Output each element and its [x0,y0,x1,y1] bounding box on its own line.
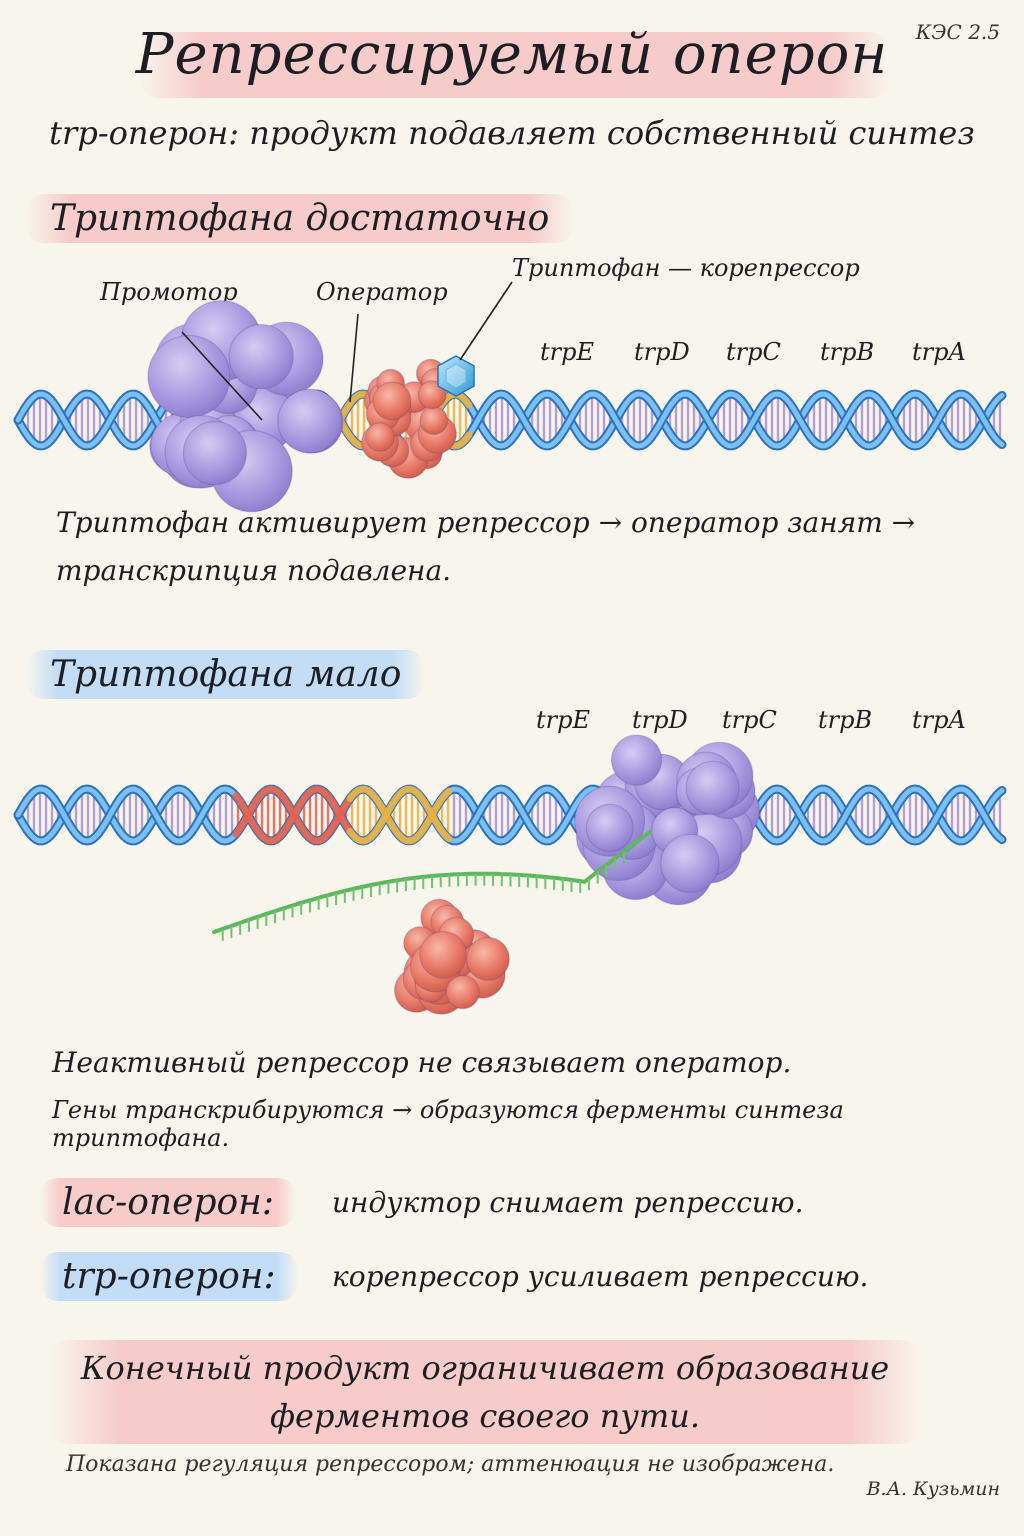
rna-polymerase-1 [147,300,344,513]
mrna-strand [212,830,652,941]
dna-strand-highlight [15,786,1005,844]
gene-label-trpD-1: trpD [634,338,690,366]
comparison-lac-key: lac-оперон: [40,1178,297,1227]
footnote: Показана регуляция репрессором; аттенюац… [66,1452,835,1477]
repressor-inactive-lobe [445,974,480,1010]
dna-strand-highlight [15,786,1005,844]
repressor-active-lobe [365,422,395,452]
rna-polymerase-1-lobe [277,388,343,454]
rna-polymerase-2-lobe [685,760,740,815]
comparison-trp-value: корепрессор усиливает репрессию. [332,1260,869,1293]
gene-label-trpA-2: trpA [912,706,966,734]
summary: Конечный продукт ограничивает образовани… [50,1344,920,1440]
repressor-active-lobe [417,380,447,410]
gene-label-trpE-2: trpE [536,706,590,734]
repressor-inactive [394,898,510,1015]
code-label: КЭС 2.5 [915,20,1000,44]
dna-region-strand [346,785,453,845]
gene-label-trpB-2: trpB [818,706,873,734]
repressor-inactive-lobe [465,936,510,981]
tryptophan-crystal-icon [437,355,475,397]
gene-label-trpC-2: trpC [722,706,777,734]
section-high-text-1: Триптофан активирует репрессор → операто… [56,506,916,539]
repressor-active-lobe [372,381,412,421]
gene-label-trpE-1: trpE [540,338,594,366]
section-high-heading: Триптофана достаточно [26,194,574,243]
rna-polymerase-1-lobe [228,324,294,390]
label-leader-lines [181,281,513,421]
section-low-text-2: Гены транскрибируются → образуются ферме… [52,1096,844,1152]
tryptophan-crystal-facet [445,363,467,389]
author: В.А. Кузьмин [866,1478,1000,1500]
page-subtitle: trp-оперон: продукт подавляет собственны… [49,114,975,152]
dna-region-strand [232,785,354,845]
operator-leader-line [349,313,359,403]
section-low-text-1: Неактивный репрессор не связывает операт… [52,1046,792,1079]
summary-line-1: Конечный продукт ограничивает образовани… [80,1349,890,1387]
repressor-active-lobe [419,406,449,436]
gene-label-trpD-2: trpD [632,706,688,734]
section-high-text-2: транскрипция подавлена. [56,554,452,587]
gene-label-trpA-1: trpA [912,338,966,366]
comparison-lac-value: индуктор снимает репрессию. [332,1186,804,1219]
summary-highlight [50,1340,920,1444]
rna-polymerase-2 [574,734,760,906]
gene-label-trpB-1: trpB [820,338,875,366]
promoter-leader-line [181,331,263,421]
dna-helix-active [13,784,1007,846]
rna-polymerase-1-lobe [182,420,247,486]
title-highlight [140,32,890,98]
rna-polymerase-1-lobe [147,334,231,419]
rna-polymerase-2-lobe [610,734,663,786]
comparison-trp-key: trp-оперон: [40,1252,298,1301]
corepressor-label: Триптофан — корепрессор [512,254,860,282]
section-low-heading: Триптофана мало [26,650,426,699]
corepressor-leader-line [459,281,513,361]
summary-line-2: ферментов своего пути. [269,1397,701,1435]
page-title: Репрессируемый оперон [135,22,889,87]
gene-label-trpC-1: trpC [726,338,781,366]
rna-polymerase-2-lobe [585,803,634,852]
repressor-inactive-lobe [419,931,468,979]
rna-polymerase-2-lobe [660,833,720,893]
operator-label: Оператор [316,278,448,306]
